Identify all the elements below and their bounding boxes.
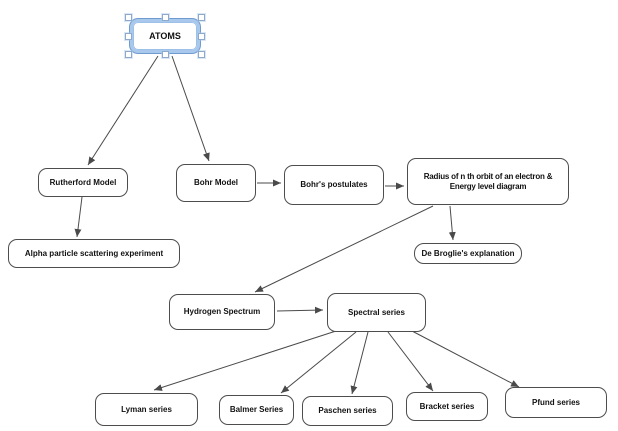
selection-handle-e[interactable] <box>198 32 205 40</box>
node-alpha-scattering-label: Alpha particle scattering experiment <box>24 248 164 258</box>
node-pfund-series[interactable]: Pfund series <box>505 387 607 418</box>
node-paschen-series[interactable]: Paschen series <box>302 396 393 426</box>
edge-radius-hydrogen[interactable] <box>254 205 434 293</box>
edge-spectral-paschen[interactable] <box>350 331 369 395</box>
node-bohr-model[interactable]: Bohr Model <box>176 164 256 202</box>
selection-handle-ne[interactable] <box>198 14 205 21</box>
edge-rutherford-alpha[interactable] <box>74 196 83 238</box>
node-hydrogen-spectrum-label: Hydrogen Spectrum <box>183 307 261 316</box>
edge-spectral-pfund[interactable] <box>411 330 520 388</box>
node-bohr-model-label: Bohr Model <box>194 178 238 187</box>
node-spectral-series[interactable]: Spectral series <box>327 293 426 332</box>
node-rutherford-model-label: Rutherford Model <box>49 177 117 187</box>
node-radius-label-line1: Radius of n th orbit of an electron & <box>423 171 553 181</box>
node-alpha-scattering[interactable]: Alpha particle scattering experiment <box>8 239 180 268</box>
edge-hydrogen-spectral[interactable] <box>276 306 324 314</box>
edge-spectral-bracket[interactable] <box>387 331 434 392</box>
node-de-broglie-label: De Broglie's explanation <box>421 248 515 258</box>
selection-handle-se[interactable] <box>198 51 205 58</box>
node-bracket-series[interactable]: Bracket series <box>406 392 488 421</box>
node-bohrs-postulates[interactable]: Bohr's postulates <box>284 165 384 205</box>
selection-handle-n[interactable] <box>161 14 169 21</box>
node-lyman-series[interactable]: Lyman series <box>95 393 198 426</box>
edge-radius-de-broglie[interactable] <box>448 205 456 241</box>
node-atoms[interactable]: ATOMS <box>130 19 200 53</box>
node-pfund-series-label: Pfund series <box>531 397 580 407</box>
edge-atoms-bohr-model[interactable] <box>171 55 210 162</box>
edge-atoms-rutherford[interactable] <box>87 55 159 166</box>
selection-handle-s[interactable] <box>161 51 169 58</box>
edge-spectral-balmer[interactable] <box>280 331 357 394</box>
node-balmer-series-label: Balmer Series <box>229 405 284 414</box>
node-atoms-label: ATOMS <box>149 31 181 41</box>
node-radius-label-line2: Energy level diagram <box>449 181 527 191</box>
selection-handle-sw[interactable] <box>125 51 132 58</box>
selection-handle-nw[interactable] <box>125 14 132 21</box>
edge-spectral-lyman[interactable] <box>153 330 337 391</box>
selection-handle-w[interactable] <box>125 32 132 40</box>
node-balmer-series[interactable]: Balmer Series <box>219 395 294 425</box>
node-lyman-series-label: Lyman series <box>121 404 172 414</box>
node-bracket-series-label: Bracket series <box>419 401 475 411</box>
node-radius-energy-level[interactable]: Radius of n th orbit of an electron & En… <box>407 158 569 205</box>
node-paschen-series-label: Paschen series <box>318 406 377 415</box>
node-hydrogen-spectrum[interactable]: Hydrogen Spectrum <box>169 294 275 330</box>
node-bohrs-postulates-label: Bohr's postulates <box>300 180 368 189</box>
node-spectral-series-label: Spectral series <box>348 307 405 317</box>
node-de-broglie[interactable]: De Broglie's explanation <box>414 243 522 264</box>
node-rutherford-model[interactable]: Rutherford Model <box>38 168 128 197</box>
selected-node-wrapper: ATOMS <box>125 14 205 58</box>
